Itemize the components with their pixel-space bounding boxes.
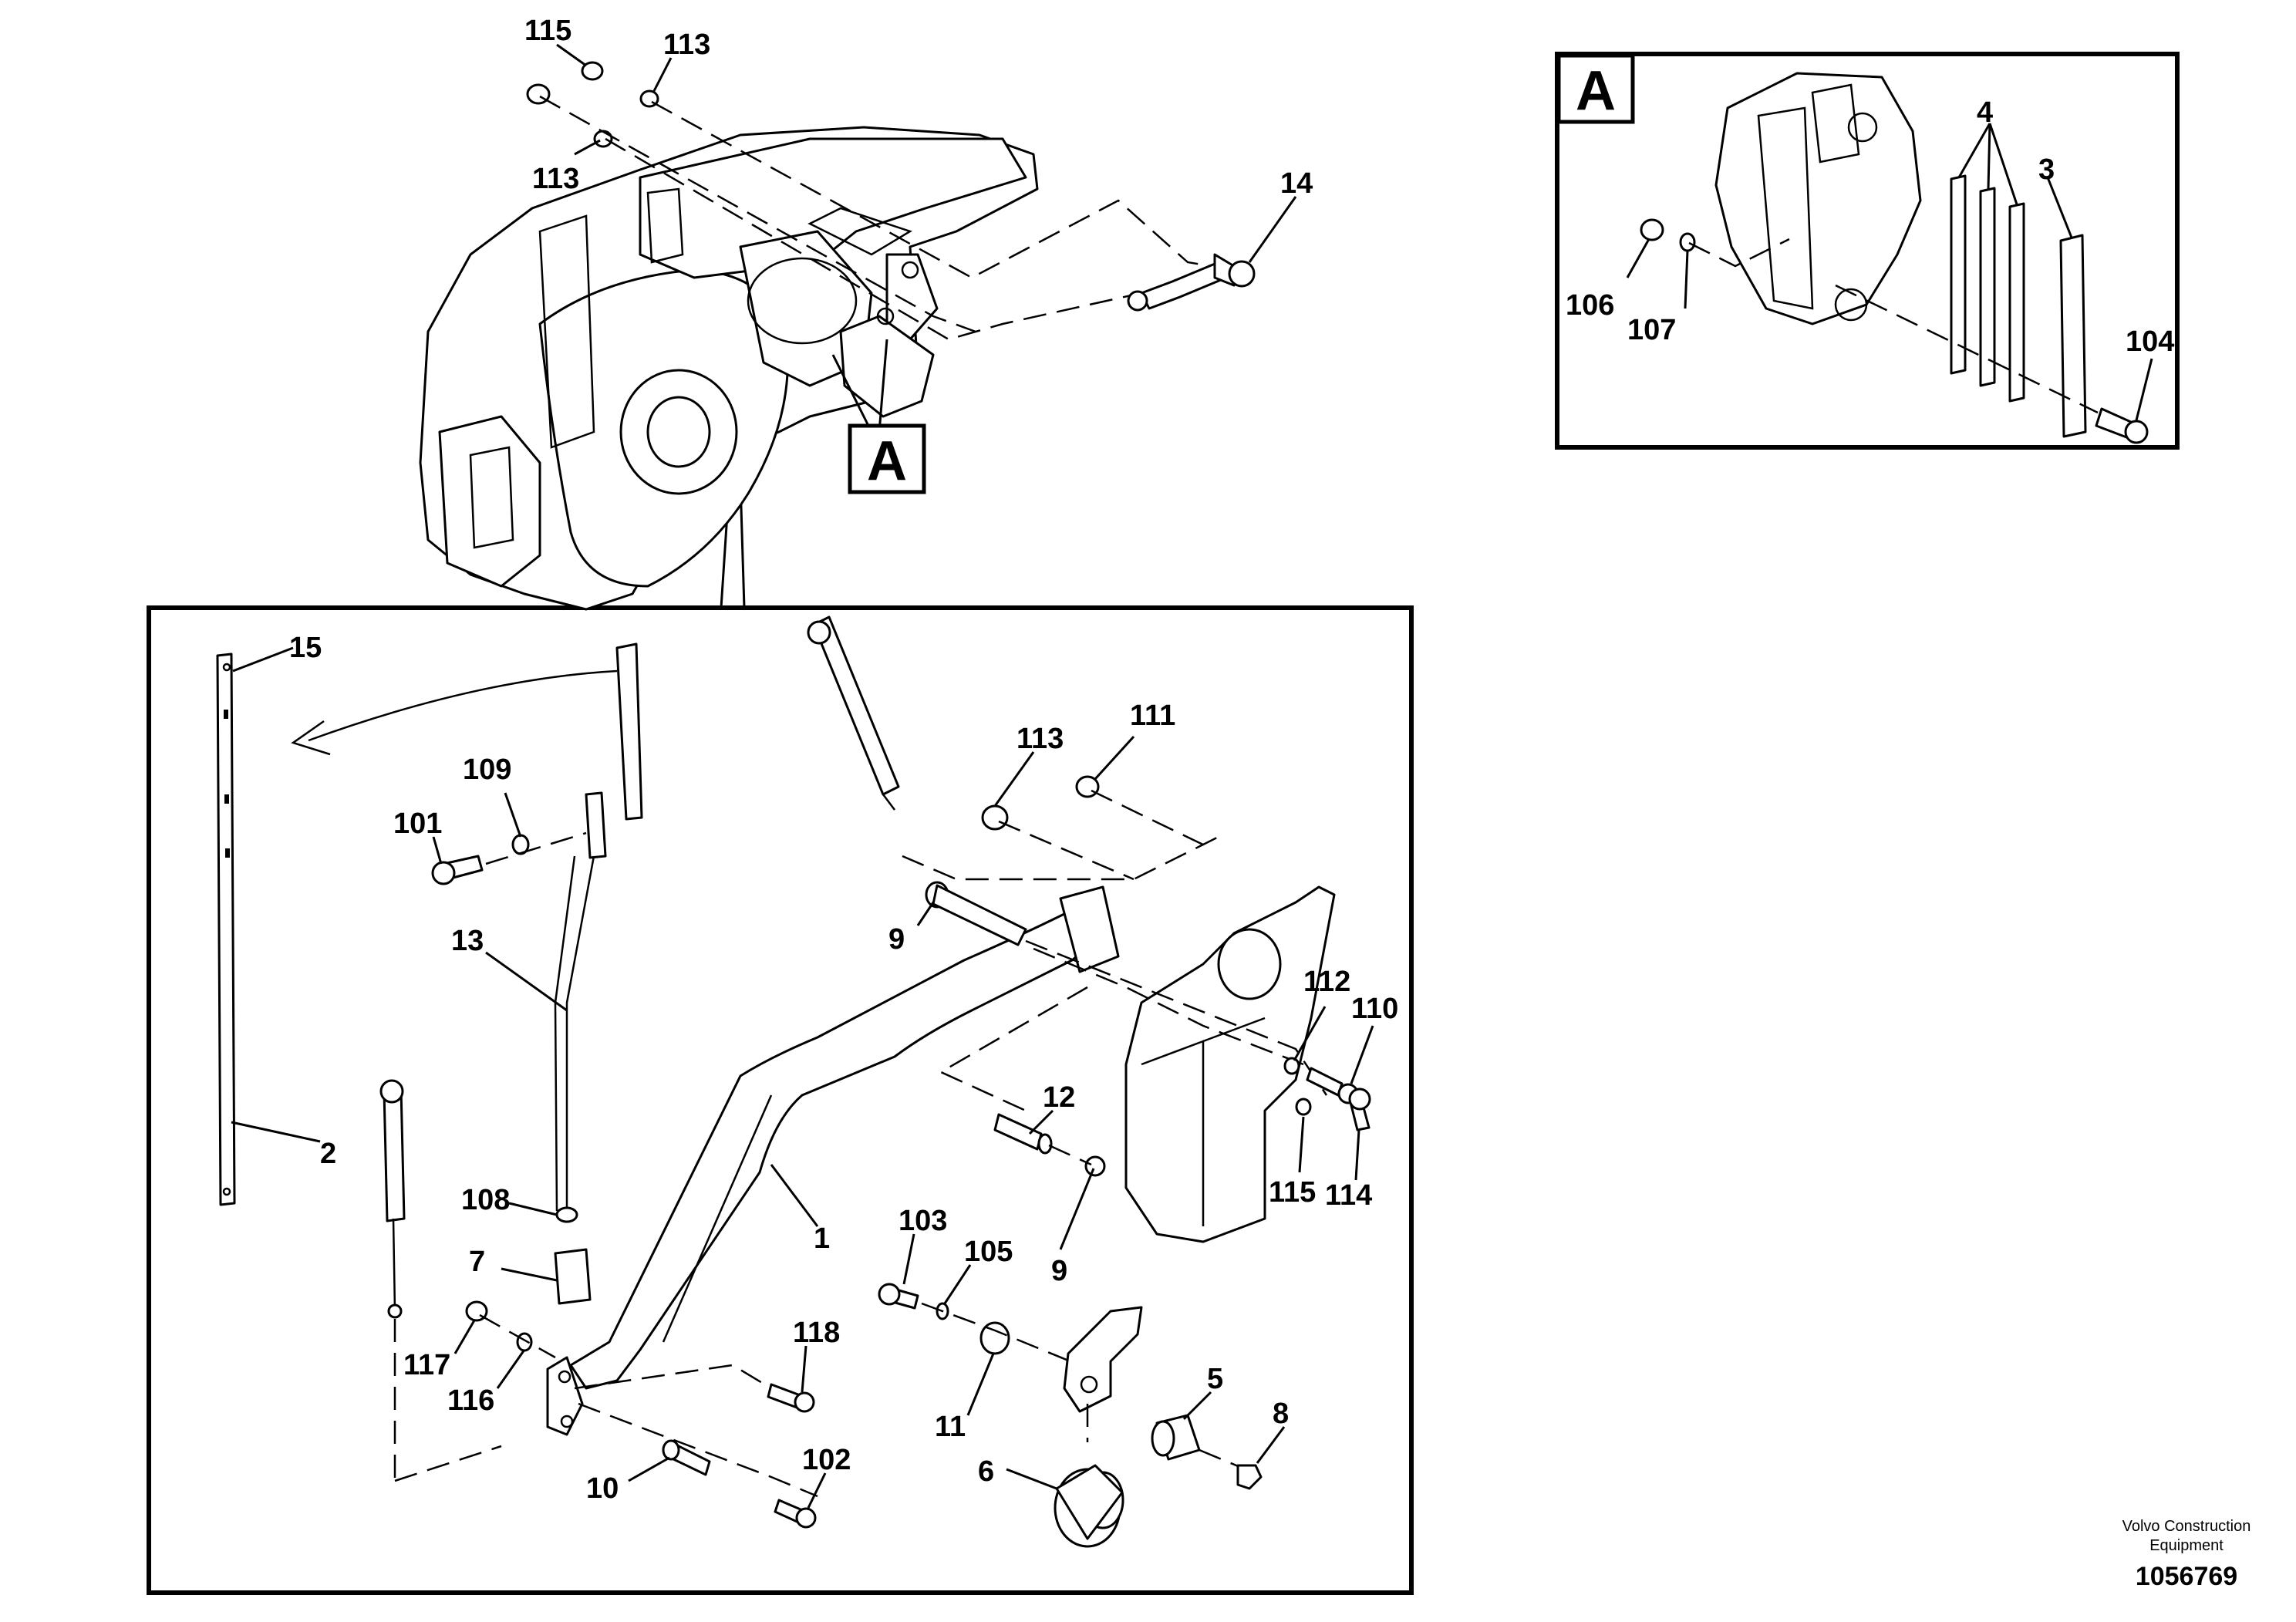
callout-117: 117: [403, 1349, 450, 1381]
callout-115-top: 115: [524, 15, 571, 47]
detail-a-marker-main-text: A: [867, 430, 907, 492]
callout-111: 111: [1130, 700, 1175, 732]
detail-a-label-text: A: [1576, 60, 1616, 122]
callout-15: 15: [289, 632, 322, 664]
callout-10: 10: [586, 1472, 619, 1505]
brand-line-2: Equipment: [2149, 1537, 2224, 1554]
callout-8: 8: [1273, 1398, 1289, 1430]
callout-9-upper: 9: [888, 923, 905, 956]
main-detail-frame: [147, 605, 1414, 1595]
callout-112: 112: [1303, 966, 1350, 998]
top-fasteners: [526, 61, 1256, 341]
callout-109: 109: [463, 754, 511, 786]
callout-103: 103: [899, 1205, 947, 1237]
brand-line-1: Volvo Construction: [2122, 1518, 2251, 1535]
callout-12: 12: [1043, 1081, 1075, 1114]
callout-110: 110: [1351, 993, 1398, 1025]
callout-107: 107: [1627, 314, 1676, 346]
marker-a-leaders: [831, 339, 888, 433]
callout-9-lower: 9: [1051, 1255, 1067, 1287]
detail-a-frame: [1555, 52, 2180, 450]
detail-a-marker-main: [848, 423, 926, 494]
callout-108: 108: [461, 1184, 510, 1216]
callout-106: 106: [1566, 289, 1614, 322]
callout-11: 11: [935, 1411, 966, 1443]
detail-a-parts: [1640, 72, 2149, 444]
callout-115-main: 115: [1269, 1176, 1316, 1209]
callout-101: 101: [393, 808, 442, 840]
callout-1: 1: [814, 1222, 830, 1255]
callout-5: 5: [1207, 1363, 1223, 1395]
callout-114: 114: [1325, 1179, 1372, 1212]
callout-105: 105: [964, 1236, 1013, 1268]
callout-labels: 115 113 113 14 4 3 106 107 104 15 109 10…: [289, 15, 2174, 1505]
detail-a-label-box: [1556, 53, 1635, 124]
callout-3: 3: [2038, 153, 2055, 186]
leader-lines: [231, 43, 2153, 1509]
callout-13: 13: [451, 925, 484, 957]
machine-assembly: [419, 126, 1039, 611]
main-detail-parts: [216, 615, 1371, 1548]
callout-104: 104: [2126, 325, 2174, 358]
callout-14: 14: [1280, 167, 1313, 200]
callout-4: 4: [1977, 96, 1993, 129]
callout-102: 102: [802, 1444, 851, 1476]
callout-7: 7: [469, 1246, 485, 1278]
callout-6: 6: [978, 1455, 994, 1488]
callout-113-main: 113: [1017, 723, 1064, 755]
callout-118: 118: [793, 1317, 840, 1349]
callout-116: 116: [447, 1384, 494, 1417]
footer: Volvo Construction Equipment 1056769: [2122, 1518, 2251, 1591]
callout-113-upper: 113: [532, 163, 579, 195]
callout-113-top: 113: [663, 29, 710, 61]
document-number: 1056769: [2136, 1562, 2237, 1591]
callout-2: 2: [320, 1138, 336, 1170]
